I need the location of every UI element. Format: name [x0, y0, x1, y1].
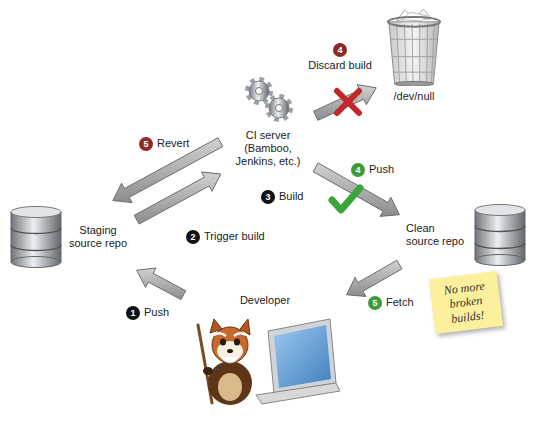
repo-node: Staging source repo [6, 202, 134, 272]
trash-node: /dev/null [379, 4, 449, 107]
node-label: No more broken builds! [436, 277, 497, 327]
flow-arrow [347, 260, 402, 296]
bin-icon [383, 8, 445, 86]
callout-number: 4 [333, 43, 347, 57]
gears-icon [248, 80, 290, 119]
callout-number: 4 [351, 163, 365, 177]
repo-node: Clean source repo [402, 200, 530, 270]
node-label: Staging source repo [66, 224, 130, 250]
callout-number: 5 [139, 137, 153, 151]
flow-arrow [137, 268, 186, 299]
step-label: Build [277, 190, 305, 203]
node-label: Developer [240, 294, 290, 307]
developer-node: Developer [186, 290, 344, 410]
db-icon [475, 205, 525, 266]
reject-cross [337, 91, 359, 113]
flow-arrow [113, 138, 223, 203]
edge-label: Discard build [306, 59, 374, 72]
callout-number: 2 [186, 230, 200, 244]
edge-label: Push [142, 306, 171, 319]
db-icon [11, 207, 61, 268]
edge-label: Push [367, 163, 396, 176]
accept-check [332, 188, 360, 210]
gears-icon [239, 73, 297, 125]
callout-number: 5 [368, 296, 382, 310]
sticky-note: No more broken builds! [429, 271, 503, 334]
db-icon [10, 206, 62, 268]
callout-number: 1 [126, 306, 140, 320]
node-label: CI server (Bamboo, Jenkins, etc.) [227, 129, 309, 169]
flow-arrow [313, 163, 399, 216]
dev-icon [198, 319, 340, 405]
dev-icon [190, 311, 340, 406]
node-label: Clean source repo [406, 222, 470, 248]
node-label: /dev/null [394, 90, 435, 103]
flow-arrow [314, 85, 377, 121]
edge-label: Trigger build [202, 230, 267, 243]
edge-label: Revert [155, 137, 191, 150]
db-icon [474, 204, 526, 266]
edge-label: Fetch [384, 296, 416, 309]
bin-icon [388, 9, 440, 86]
server-node: CI server (Bamboo, Jenkins, etc.) [223, 69, 313, 173]
callout-number: 3 [261, 190, 275, 204]
